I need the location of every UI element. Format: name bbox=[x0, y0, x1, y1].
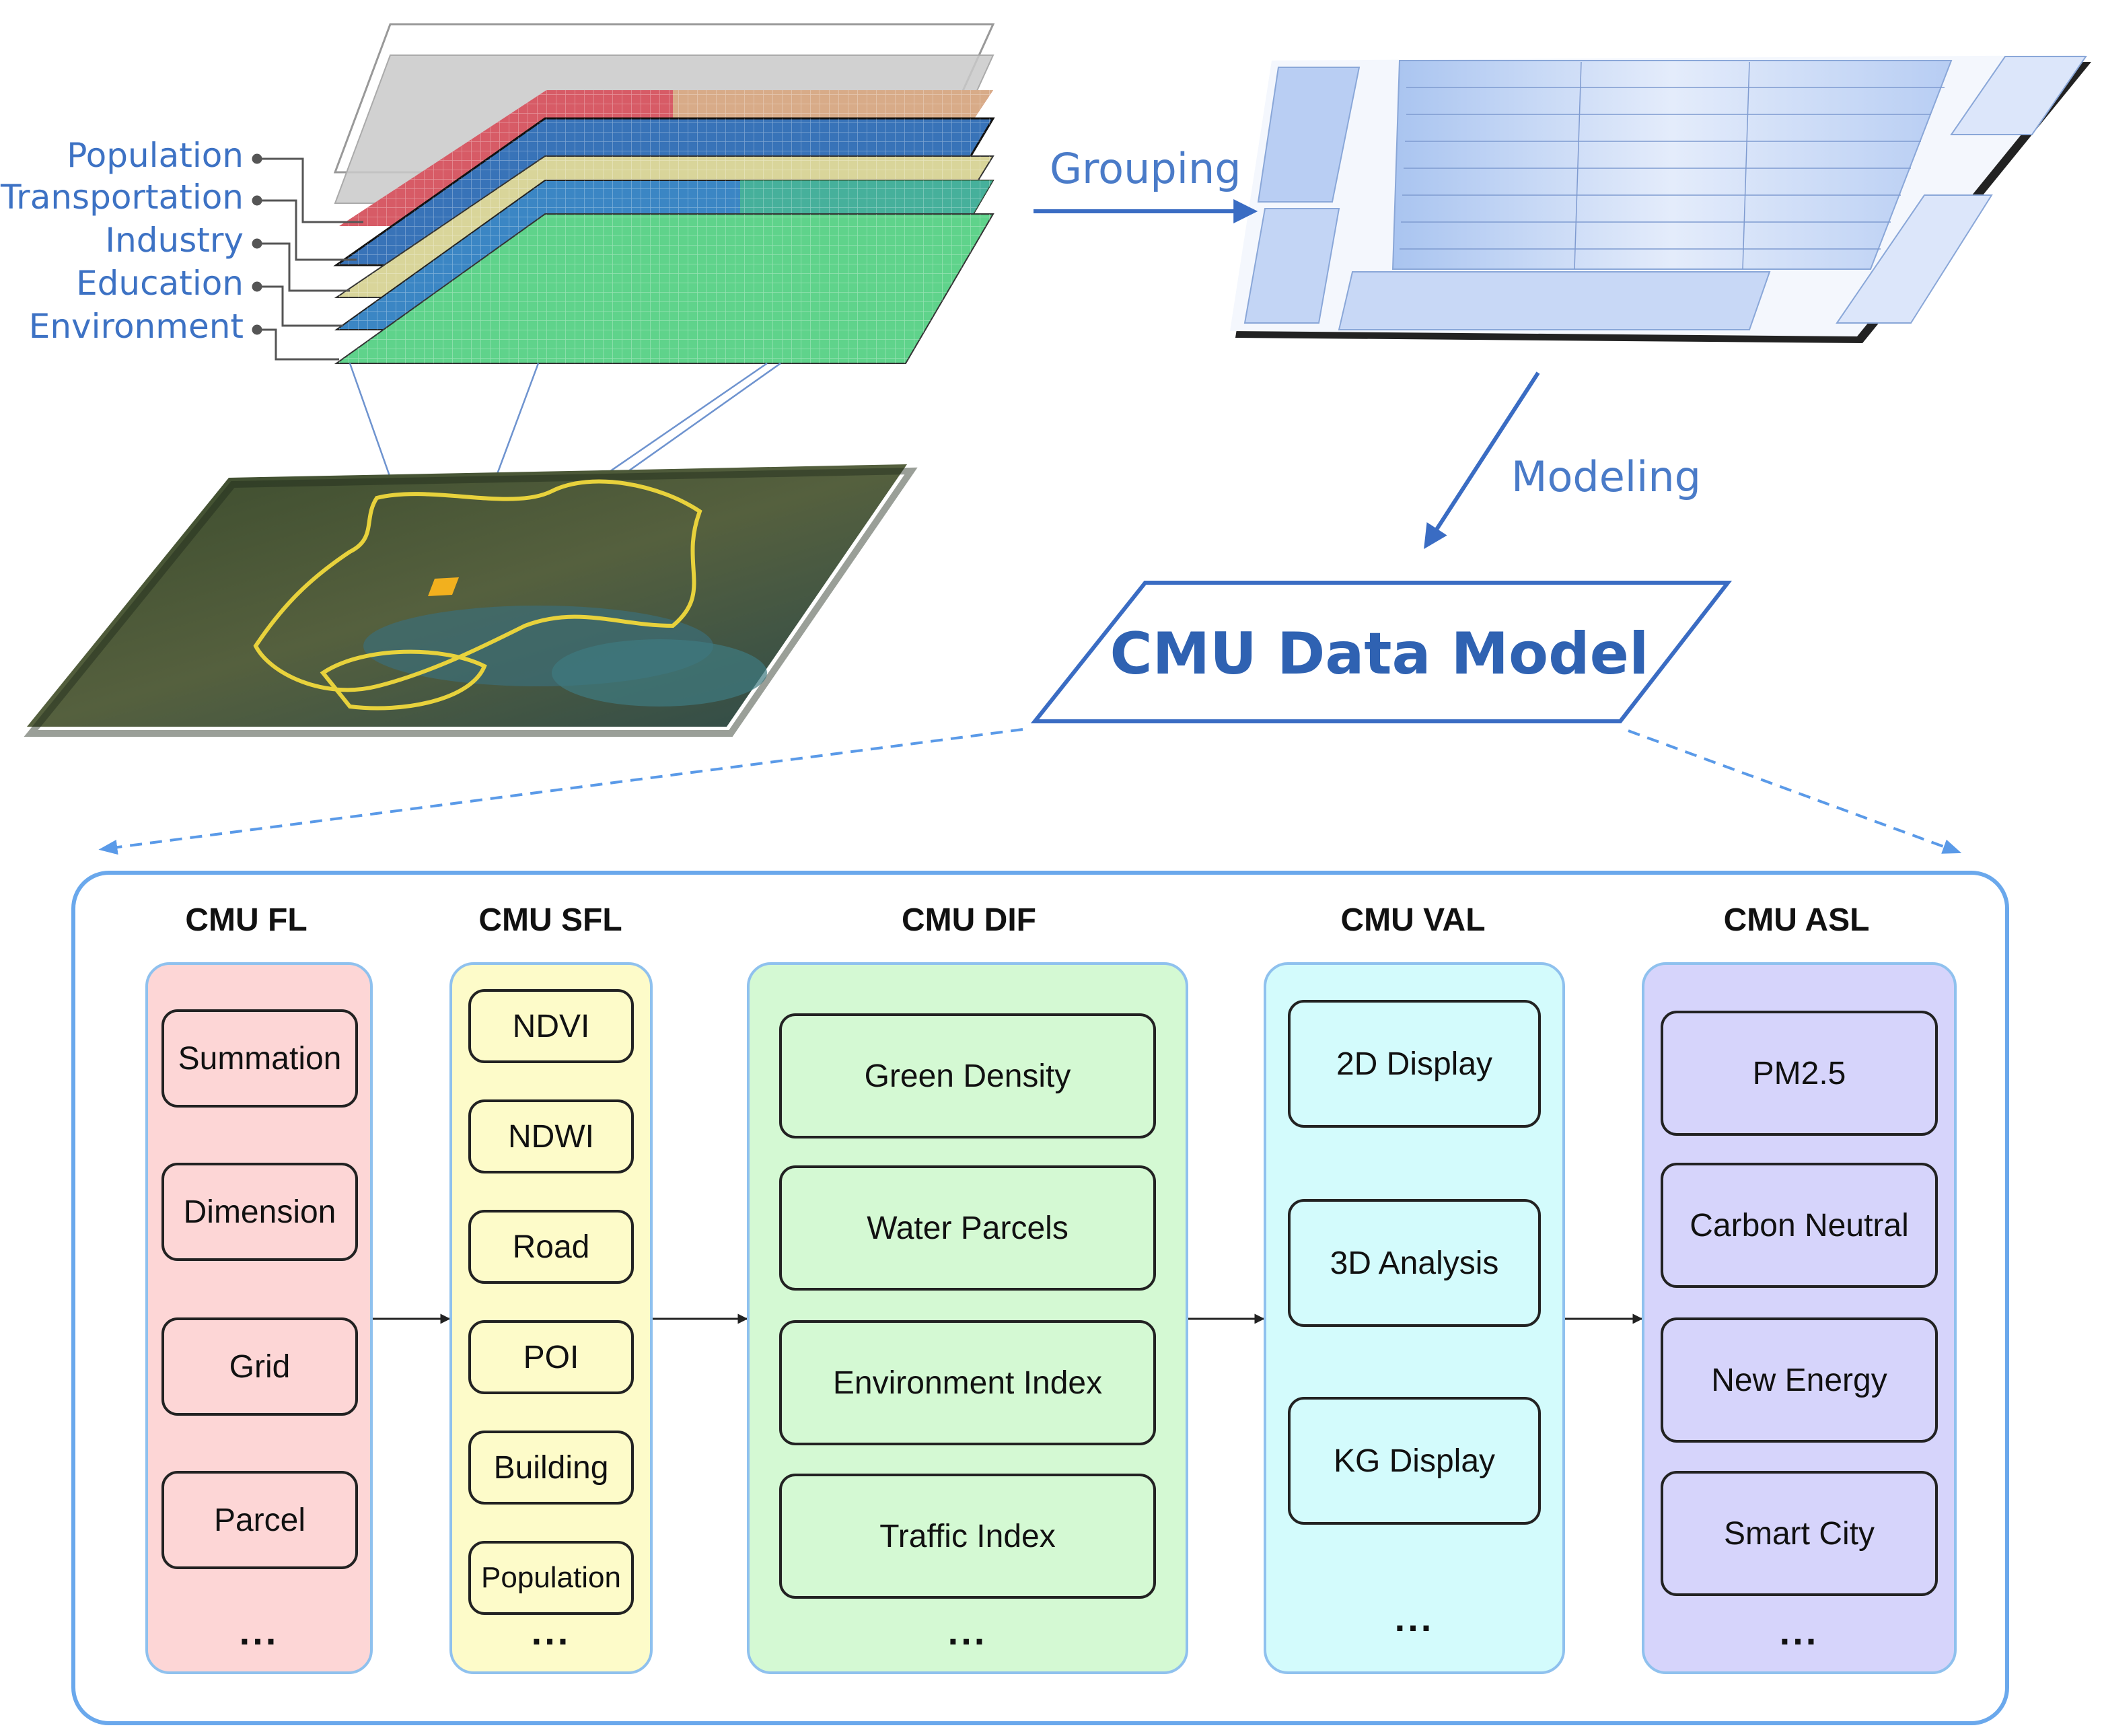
dif-item-water-parcels: Water Parcels bbox=[779, 1165, 1156, 1291]
satellite-map bbox=[24, 464, 918, 737]
fl-more: ... bbox=[239, 1610, 279, 1653]
layer-stack bbox=[333, 23, 995, 364]
layer-label-education: Education bbox=[76, 264, 244, 303]
sfl-more: ... bbox=[531, 1610, 571, 1653]
dif-item-traffic-index: Traffic Index bbox=[779, 1474, 1156, 1599]
column-title-sfl: CMU SFL bbox=[478, 902, 622, 938]
val-item-kg-display: KG Display bbox=[1288, 1397, 1541, 1525]
column-title-fl: CMU FL bbox=[185, 902, 307, 938]
grouping-label: Grouping bbox=[1050, 144, 1241, 193]
asl-item-new-energy: New Energy bbox=[1661, 1317, 1938, 1443]
modeling-label: Modeling bbox=[1511, 452, 1702, 501]
fl-item-parcel: Parcel bbox=[161, 1471, 358, 1569]
sfl-item-ndwi: NDWI bbox=[468, 1099, 634, 1173]
dif-item-green-density: Green Density bbox=[779, 1013, 1156, 1138]
highlight-cell bbox=[428, 577, 459, 596]
model-parallelogram bbox=[1030, 581, 1733, 723]
layer-label-transportation: Transportation bbox=[0, 178, 244, 217]
boundary-line bbox=[253, 479, 702, 692]
fl-item-grid: Grid bbox=[161, 1317, 358, 1416]
column-val bbox=[1264, 962, 1565, 1674]
sfl-item-poi: POI bbox=[468, 1320, 634, 1394]
asl-item-smart-city: Smart City bbox=[1661, 1471, 1938, 1596]
fl-item-dimension: Dimension bbox=[161, 1163, 358, 1261]
sfl-item-building: Building bbox=[468, 1431, 634, 1505]
val-item-2d-display: 2D Display bbox=[1288, 1000, 1541, 1128]
sfl-item-population: Population bbox=[468, 1541, 634, 1615]
layer-label-environment: Environment bbox=[28, 307, 244, 346]
sfl-item-road: Road bbox=[468, 1210, 634, 1284]
val-more: ... bbox=[1394, 1597, 1435, 1639]
column-title-asl: CMU ASL bbox=[1723, 902, 1870, 938]
schema-sheet bbox=[1230, 55, 2091, 343]
model-title: CMU Data Model bbox=[1110, 620, 1649, 688]
dif-item-environment-index: Environment Index bbox=[779, 1320, 1156, 1445]
sfl-item-ndvi: NDVI bbox=[468, 989, 634, 1063]
layer-label-population: Population bbox=[67, 136, 244, 175]
asl-more: ... bbox=[1779, 1610, 1819, 1653]
fl-item-summation: Summation bbox=[161, 1009, 358, 1108]
asl-item-carbon-neutral: Carbon Neutral bbox=[1661, 1163, 1938, 1288]
label-leaders bbox=[252, 153, 363, 361]
column-dif bbox=[747, 962, 1188, 1674]
column-title-dif: CMU DIF bbox=[902, 902, 1036, 938]
asl-item-pm25: PM2.5 bbox=[1661, 1011, 1938, 1136]
layers-panel bbox=[71, 871, 2009, 1725]
dif-more: ... bbox=[947, 1610, 988, 1653]
dashed-arrow-right bbox=[1628, 729, 1962, 854]
layer-label-industry: Industry bbox=[105, 221, 244, 260]
dashed-arrow-left bbox=[98, 728, 1023, 855]
val-item-3d-analysis: 3D Analysis bbox=[1288, 1199, 1541, 1327]
modeling-arrow bbox=[1424, 371, 1540, 550]
column-title-val: CMU VAL bbox=[1340, 902, 1486, 938]
